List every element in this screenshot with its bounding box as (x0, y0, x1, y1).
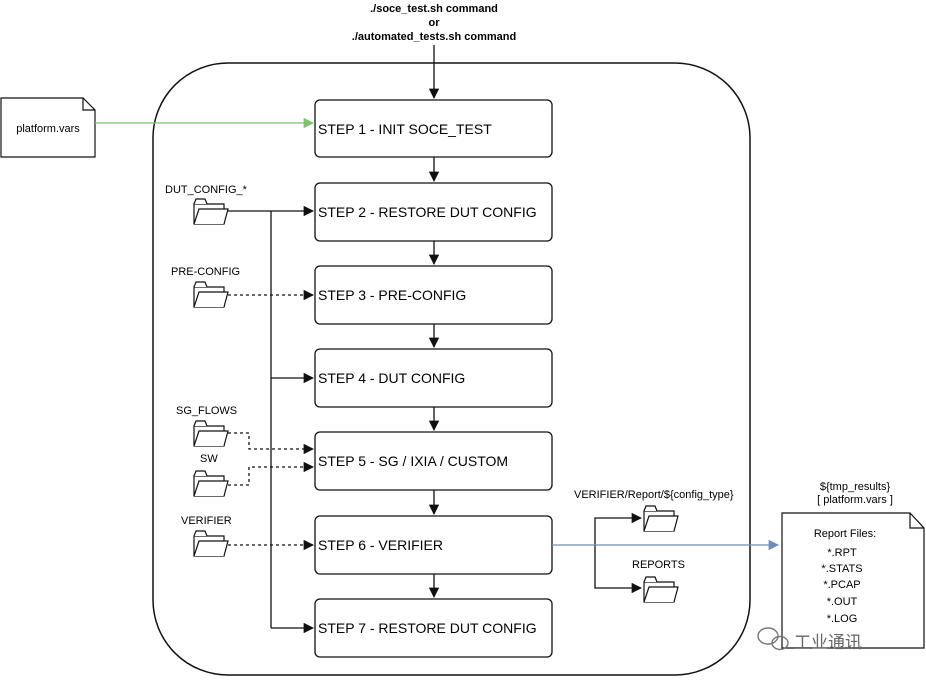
command-line-3: ./automated_tests.sh command (352, 31, 516, 43)
platform-vars-document: platform.vars (0, 97, 96, 158)
step-4-label: STEP 4 - DUT CONFIG (318, 370, 465, 386)
sw-folder-label: SW (200, 453, 218, 465)
step-6-output-connectors (594, 512, 643, 594)
results-platform-label: [ platform.vars ] (817, 494, 893, 506)
report-file-out: *.OUT (827, 596, 858, 608)
sw-arrow (228, 461, 315, 486)
step-4-box: STEP 4 - DUT CONFIG (314, 348, 553, 408)
sg-flows-arrow (228, 432, 315, 455)
step-6-box: STEP 6 - VERIFIER (314, 515, 553, 575)
sg-flows-folder-icon (193, 420, 229, 447)
dut-config-connectors (228, 205, 315, 634)
step-2-label: STEP 2 - RESTORE DUT CONFIG (318, 204, 537, 220)
sw-folder-icon (193, 470, 229, 497)
step-3-label: STEP 3 - PRE-CONFIG (318, 287, 466, 303)
report-files-title: Report Files: (814, 528, 876, 540)
soce-test-container (152, 62, 751, 676)
pre-config-folder-label: PRE-CONFIG (171, 266, 240, 278)
report-file-pcap: *.PCAP (823, 579, 860, 591)
step-5-label: STEP 5 - SG / IXIA / CUSTOM (318, 453, 508, 469)
sg-flows-folder-label: SG_FLOWS (176, 405, 237, 417)
report-file-rpt: *.RPT (827, 547, 857, 559)
platform-vars-label: platform.vars (16, 123, 80, 135)
results-path-label: ${tmp_results} (820, 481, 891, 493)
step-7-label: STEP 7 - RESTORE DUT CONFIG (318, 620, 537, 636)
reports-folder-label: REPORTS (632, 559, 685, 571)
pre-config-folder-icon (193, 281, 229, 308)
report-file-stats: *.STATS (821, 563, 862, 575)
reports-folder-icon (643, 576, 679, 603)
verifier-report-folder-label: VERIFIER/Report/${config_type} (574, 489, 734, 501)
verifier-folder-label: VERIFIER (181, 515, 232, 527)
step-1-label: STEP 1 - INIT SOCE_TEST (318, 121, 492, 137)
step-3-box: STEP 3 - PRE-CONFIG (314, 265, 553, 325)
dut-config-folder-label: DUT_CONFIG_* (165, 184, 248, 196)
step-6-label: STEP 6 - VERIFIER (318, 537, 443, 553)
report-files-document: Report Files: *.RPT *.STATS *.PCAP *.OUT… (781, 512, 925, 649)
command-line-2: or (429, 17, 441, 29)
command-line-1: ./soce_test.sh command (370, 3, 498, 15)
verifier-report-folder-icon (643, 505, 679, 532)
step-5-box: STEP 5 - SG / IXIA / CUSTOM (314, 431, 553, 491)
dut-config-folder-icon (193, 198, 229, 225)
report-file-log: *.LOG (827, 613, 858, 625)
watermark: 工业通讯 (757, 627, 862, 652)
watermark-text: 工业通讯 (794, 633, 862, 652)
step-2-box: STEP 2 - RESTORE DUT CONFIG (314, 182, 553, 242)
verifier-folder-icon (193, 530, 229, 557)
wechat-icon (757, 627, 789, 651)
step-1-box: STEP 1 - INIT SOCE_TEST (314, 99, 553, 158)
step-7-box: STEP 7 - RESTORE DUT CONFIG (314, 598, 553, 658)
